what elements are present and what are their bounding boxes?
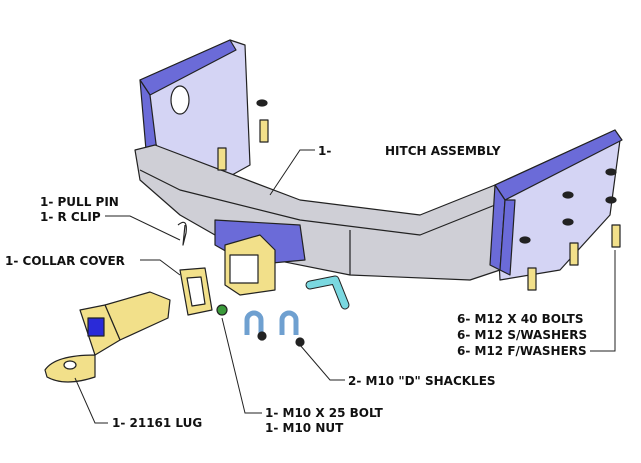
collar-cover: [179, 267, 213, 316]
m10-bolt: [216, 304, 228, 316]
label-collar-cover: 1- COLLAR COVER: [5, 254, 125, 268]
receiver: [214, 219, 306, 296]
label-hitch-assembly: HITCH ASSEMBLY: [385, 144, 501, 158]
label-m10-bolt: 1- M10 X 25 BOLT: [265, 406, 384, 420]
label-shackles: 2- M10 "D" SHACKLES: [348, 374, 496, 388]
label-s-washers: 6- M12 S/WASHERS: [457, 328, 587, 342]
label-pull-pin: 1- PULL PIN: [40, 195, 119, 209]
leader-lines: [74, 149, 616, 424]
label-hitch-qty: 1-: [318, 144, 331, 158]
label-bolts: 6- M12 X 40 BOLTS: [457, 312, 583, 326]
washers: [256, 99, 617, 244]
label-m10-nut: 1- M10 NUT: [265, 421, 344, 435]
shackle: [244, 310, 267, 341]
hitch-beam: [134, 144, 506, 281]
bolts: [217, 119, 621, 291]
label-r-clip: 1- R CLIP: [40, 210, 101, 224]
label-f-washers: 6- M12 F/WASHERS: [457, 344, 587, 358]
r-clip: [177, 221, 187, 246]
label-lug: 1- 21161 LUG: [112, 416, 202, 430]
shackle: [279, 310, 305, 347]
right-bracket: [489, 129, 623, 281]
tow-lug: [44, 291, 171, 383]
